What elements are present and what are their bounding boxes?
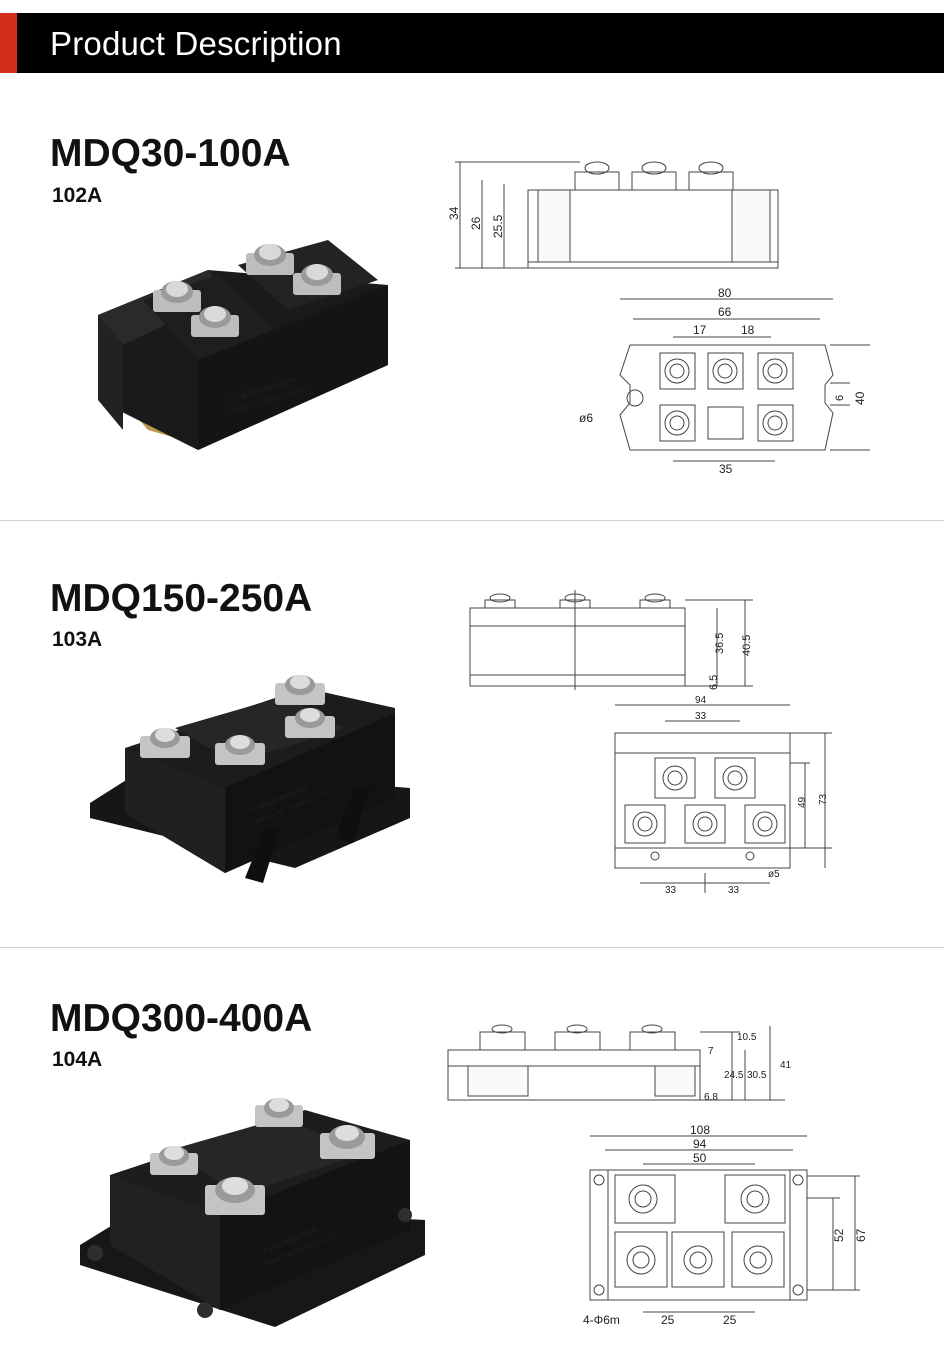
section-divider xyxy=(0,520,944,521)
top-view-drawing: 94 33 49 73 ø5 33 33 xyxy=(614,695,832,896)
header-accent xyxy=(0,13,17,73)
dimension-label: 24.5 xyxy=(724,1070,744,1081)
dimension-label: 67 xyxy=(854,1228,868,1242)
header-bar: Product Description xyxy=(0,13,944,73)
side-view-drawing: 34 26 25.5 xyxy=(447,161,779,269)
dimension-label: 25 xyxy=(723,1313,737,1327)
product-model: MDQ300-400A xyxy=(50,997,313,1040)
product-code: 102A xyxy=(52,184,103,207)
dimension-label: 94 xyxy=(695,695,707,706)
dimension-label: 33 xyxy=(695,711,707,722)
dimension-label: 52 xyxy=(832,1228,846,1242)
product-model: MDQ150-250A xyxy=(50,577,313,620)
dimension-label: 25 xyxy=(661,1313,675,1327)
dimension-label: 35 xyxy=(719,462,733,476)
dimension-label: 34 xyxy=(447,206,461,220)
dimension-label: 25.5 xyxy=(491,214,505,238)
dimension-label: 108 xyxy=(690,1123,710,1137)
terminal-screw-icon xyxy=(275,675,325,705)
dimension-label: 17 xyxy=(693,323,707,337)
section-divider xyxy=(0,947,944,948)
terminal-screw-icon xyxy=(205,1177,265,1215)
side-view-drawing: 10.5 7 24.5 30.5 41 6.8 xyxy=(447,1024,792,1103)
product-photo: LJ-MDQ200A1600V LIUJING RECTIFIER CO.,LT… xyxy=(90,675,410,883)
dimension-label: 40.5 xyxy=(741,635,753,656)
side-view-drawing: 36.5 40.5 6.5 xyxy=(469,590,753,690)
terminal-screw-icon xyxy=(293,264,341,295)
dimension-label: ø6 xyxy=(579,411,593,425)
terminal-screw-icon xyxy=(150,1146,198,1175)
top-view-drawing: 80 66 17 18 6 40 35 ø6 xyxy=(579,286,870,476)
dimension-label: 73 xyxy=(818,793,829,805)
dimension-label: 30.5 xyxy=(747,1070,767,1081)
dimension-label: 40 xyxy=(853,391,867,405)
terminal-screw-icon xyxy=(153,281,201,312)
terminal-screw-icon xyxy=(285,708,335,738)
dimension-label: 10.5 xyxy=(737,1032,757,1043)
terminal-screw-icon xyxy=(255,1098,303,1127)
terminal-screw-icon xyxy=(246,244,294,275)
product-photo: LJ-MDQ400A1600V LIUJING RECTIFIER CO.,LT… xyxy=(80,1098,425,1327)
page-title: Product Description xyxy=(50,25,342,62)
dimension-label: 6 xyxy=(834,395,846,401)
dimension-label: 7 xyxy=(708,1046,714,1057)
top-view-drawing: 108 94 50 52 67 4-Φ6m 25 25 xyxy=(583,1123,868,1327)
dimension-label: ø5 xyxy=(768,869,780,880)
dimension-label: 49 xyxy=(797,796,808,808)
dimension-label: 26 xyxy=(469,216,483,230)
dimension-label: 41 xyxy=(780,1060,792,1071)
dimension-label: 66 xyxy=(718,305,732,319)
dimension-label: 6.5 xyxy=(708,675,720,690)
dimension-label: 33 xyxy=(728,885,740,896)
dimension-label: 36.5 xyxy=(714,633,726,654)
dimension-label: 33 xyxy=(665,885,677,896)
dimension-label: 94 xyxy=(693,1137,707,1151)
dimension-label: 50 xyxy=(693,1151,707,1165)
terminal-screw-icon xyxy=(215,735,265,765)
product-code: 103A xyxy=(52,628,103,651)
product-photo: LJ-MDQ100A1600V LIUJING RECTIFIER CO.,LT… xyxy=(98,240,388,450)
terminal-screw-icon xyxy=(320,1125,375,1159)
product-model: MDQ30-100A xyxy=(50,132,291,175)
dimension-label: 80 xyxy=(718,286,732,300)
terminal-screw-icon xyxy=(140,728,190,758)
product-code: 104A xyxy=(52,1048,103,1071)
dimension-label: 6.8 xyxy=(704,1092,718,1103)
terminal-screw-icon xyxy=(191,306,239,337)
dimension-label: 18 xyxy=(741,323,755,337)
dimension-label: 4-Φ6m xyxy=(583,1313,620,1327)
